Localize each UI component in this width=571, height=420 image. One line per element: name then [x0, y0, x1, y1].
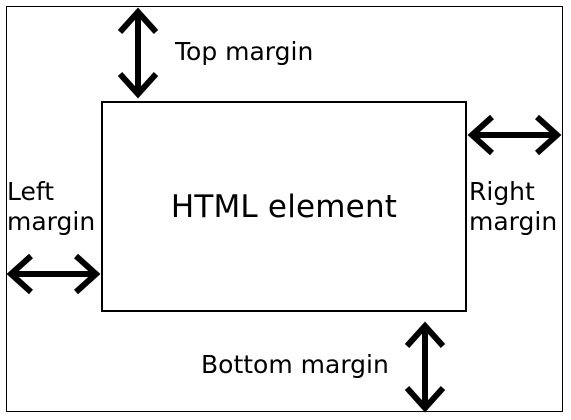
diagram-frame — [6, 6, 563, 412]
right-margin-label-line-1: Right — [469, 177, 535, 206]
top-margin-label: Top margin — [175, 37, 314, 66]
html-element-box: HTML element — [101, 101, 467, 312]
right-margin-label-line-2: margin — [469, 207, 558, 236]
left-margin-label-line-1: Left — [7, 177, 55, 206]
right-margin-arrow-icon — [467, 114, 562, 156]
html-element-label: HTML element — [170, 188, 398, 225]
top-margin-arrow-icon — [117, 7, 159, 99]
left-margin-label-line-2: margin — [7, 207, 96, 236]
bottom-margin-label: Bottom margin — [201, 350, 389, 379]
left-margin-label: Left margin — [7, 177, 101, 237]
bottom-margin-arrow-icon — [404, 321, 446, 413]
left-margin-arrow-icon — [6, 253, 101, 295]
right-margin-label: Right margin — [469, 177, 563, 237]
